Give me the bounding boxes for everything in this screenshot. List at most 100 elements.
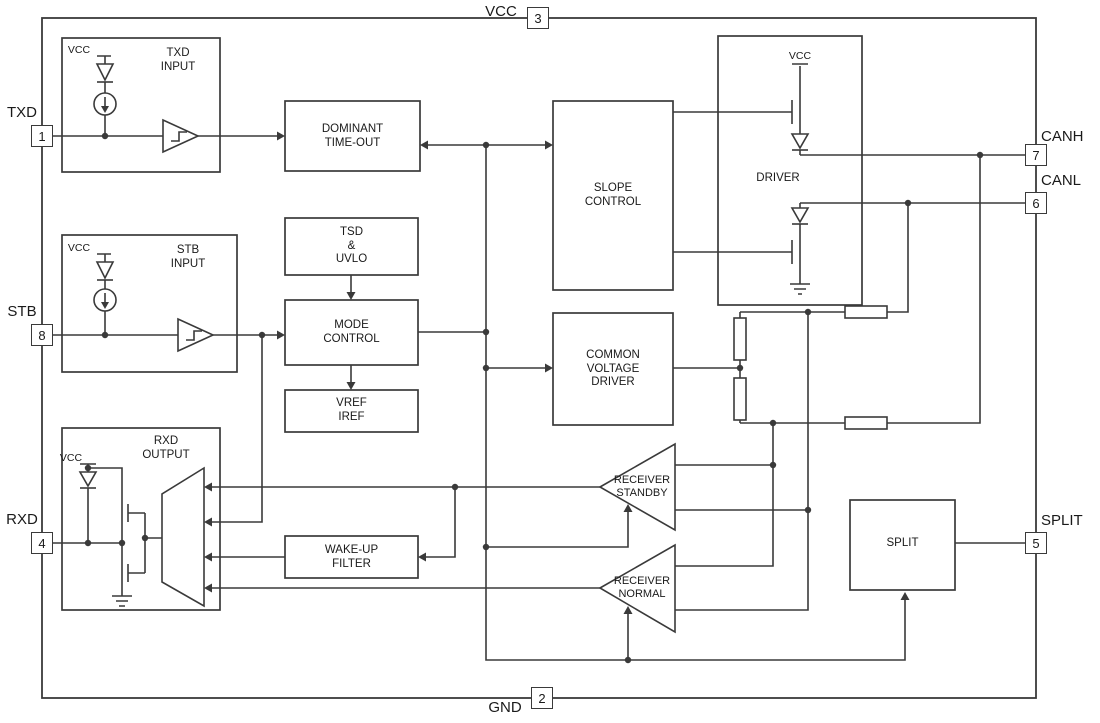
arrow-into-mux-select: [204, 517, 212, 527]
pin-box-rxd: 4: [31, 532, 53, 554]
pin-label-txd: TXD: [7, 104, 37, 121]
vcc-label-driver: VCC: [788, 50, 812, 62]
label-common-voltage-driver: COMMON VOLTAGE DRIVER: [586, 349, 640, 389]
label-rxd-output: RXD OUTPUT: [142, 435, 190, 461]
pin-box-gnd: 2: [531, 687, 553, 709]
label-txd-input: TXD INPUT: [160, 47, 196, 73]
label-mode-control: MODE CONTROL: [323, 319, 380, 345]
net-canh-sense: [675, 155, 981, 567]
arrow-enable-receiver-normal: [623, 606, 633, 614]
junction-dot: [769, 419, 777, 427]
diode-icon: [790, 207, 810, 224]
arrow-into-mux-standby: [204, 482, 212, 492]
arrow-into-common-voltage-driver: [545, 363, 553, 373]
junction-dot: [804, 308, 812, 316]
pin-label-gnd: GND: [488, 699, 522, 716]
junction-dot: [84, 539, 92, 547]
resistor-icon: [844, 305, 888, 319]
arrow-enable-receiver-standby: [623, 504, 633, 512]
junction-dot: [804, 506, 812, 514]
hysteresis-glyph: [186, 330, 202, 341]
pin-box-canh: 7: [1025, 144, 1047, 166]
junction-dot: [118, 539, 126, 547]
label-dominant-timeout: DOMINANT TIME-OUT: [321, 123, 384, 149]
resistor-icon: [733, 317, 747, 361]
label-tsd-uvlo: TSD & UVLO: [335, 226, 368, 266]
arrow-into-split-block: [900, 592, 910, 600]
block-driver: [717, 35, 863, 306]
pin-box-split: 5: [1025, 532, 1047, 554]
net-canl-sense: [675, 203, 909, 611]
block-split: [849, 499, 956, 591]
junction-dot: [736, 364, 744, 372]
arrow-into-wakeup-filter: [418, 552, 426, 562]
block-mode-control: [284, 299, 419, 366]
resistor-icon: [733, 377, 747, 421]
net-driver-internals: [673, 63, 810, 295]
junction-dot: [904, 199, 912, 207]
label-receiver-normal: RECEIVER NORMAL: [613, 575, 671, 600]
block-stb-input: [61, 234, 238, 373]
arrow-into-mode-control: [277, 330, 285, 340]
pin-box-canl: 6: [1025, 192, 1047, 214]
pin-box-vcc: 3: [527, 7, 549, 29]
junction-dot: [84, 464, 92, 472]
label-wakeup-filter: WAKE-UP FILTER: [324, 544, 379, 570]
label-receiver-standby: RECEIVER STANDBY: [613, 474, 671, 499]
vcc-label-txd-input: VCC: [67, 44, 91, 56]
arrow-into-slope-control: [545, 140, 553, 150]
junction-dot: [976, 151, 984, 159]
arrow-into-dominant-timeout: [277, 131, 285, 141]
block-slope-control: [552, 100, 674, 291]
label-split-block: SPLIT: [886, 537, 919, 549]
junction-dot: [482, 141, 490, 149]
pin-label-split: SPLIT: [1041, 512, 1083, 529]
current-source-arrowhead: [101, 106, 109, 113]
junction-dot: [482, 543, 490, 551]
schmitt-trigger-icon: [177, 317, 215, 353]
pin-label-canh: CANH: [1041, 128, 1084, 145]
arrow-tsd-to-mode-control: [346, 292, 356, 300]
receiver-normal-triangle: [598, 543, 676, 634]
pin-box-txd: 1: [31, 125, 53, 147]
junction-dot: [101, 132, 109, 140]
arrow-into-dominant-timeout-right: [420, 140, 428, 150]
hysteresis-glyph: [171, 131, 187, 142]
vcc-label-stb-input: VCC: [67, 242, 91, 254]
net-mode-select: [212, 335, 263, 523]
pin-label-stb: STB: [7, 303, 37, 320]
schmitt-trigger-icon: [162, 118, 200, 154]
arrow-into-mux-normal: [204, 583, 212, 593]
pin-box-stb: 8: [31, 324, 53, 346]
vcc-label-rxd-output: VCC: [59, 452, 83, 464]
diode-icon: [790, 133, 810, 150]
mux-icon: [161, 466, 205, 608]
block-vref-iref: [284, 389, 419, 433]
label-slope-control: SLOPE CONTROL: [584, 182, 642, 208]
current-source-arrowhead: [101, 302, 109, 309]
label-stb-input: STB INPUT: [170, 244, 206, 270]
junction-dot: [482, 364, 490, 372]
junction-dot: [451, 483, 459, 491]
net-standby-receiver-out: [212, 486, 600, 558]
diode-icon: [95, 63, 115, 82]
arrow-into-mux-wakeup: [204, 552, 212, 562]
block-txd-input: [61, 37, 221, 173]
pin-label-rxd: RXD: [6, 511, 38, 528]
net-stb: [53, 253, 277, 336]
block-common-voltage-driver: [552, 312, 674, 426]
label-vref-iref: VREF IREF: [336, 397, 367, 423]
label-driver: DRIVER: [756, 172, 800, 184]
resistor-icon: [844, 416, 888, 430]
pin-label-canl: CANL: [1041, 172, 1082, 189]
junction-dot: [101, 331, 109, 339]
junction-dot: [624, 656, 632, 664]
junction-dot: [482, 328, 490, 336]
diode-icon: [95, 261, 115, 280]
junction-dot: [141, 534, 149, 542]
pin-label-vcc: VCC: [485, 3, 517, 20]
diode-icon: [78, 471, 98, 488]
junction-dot: [258, 331, 266, 339]
